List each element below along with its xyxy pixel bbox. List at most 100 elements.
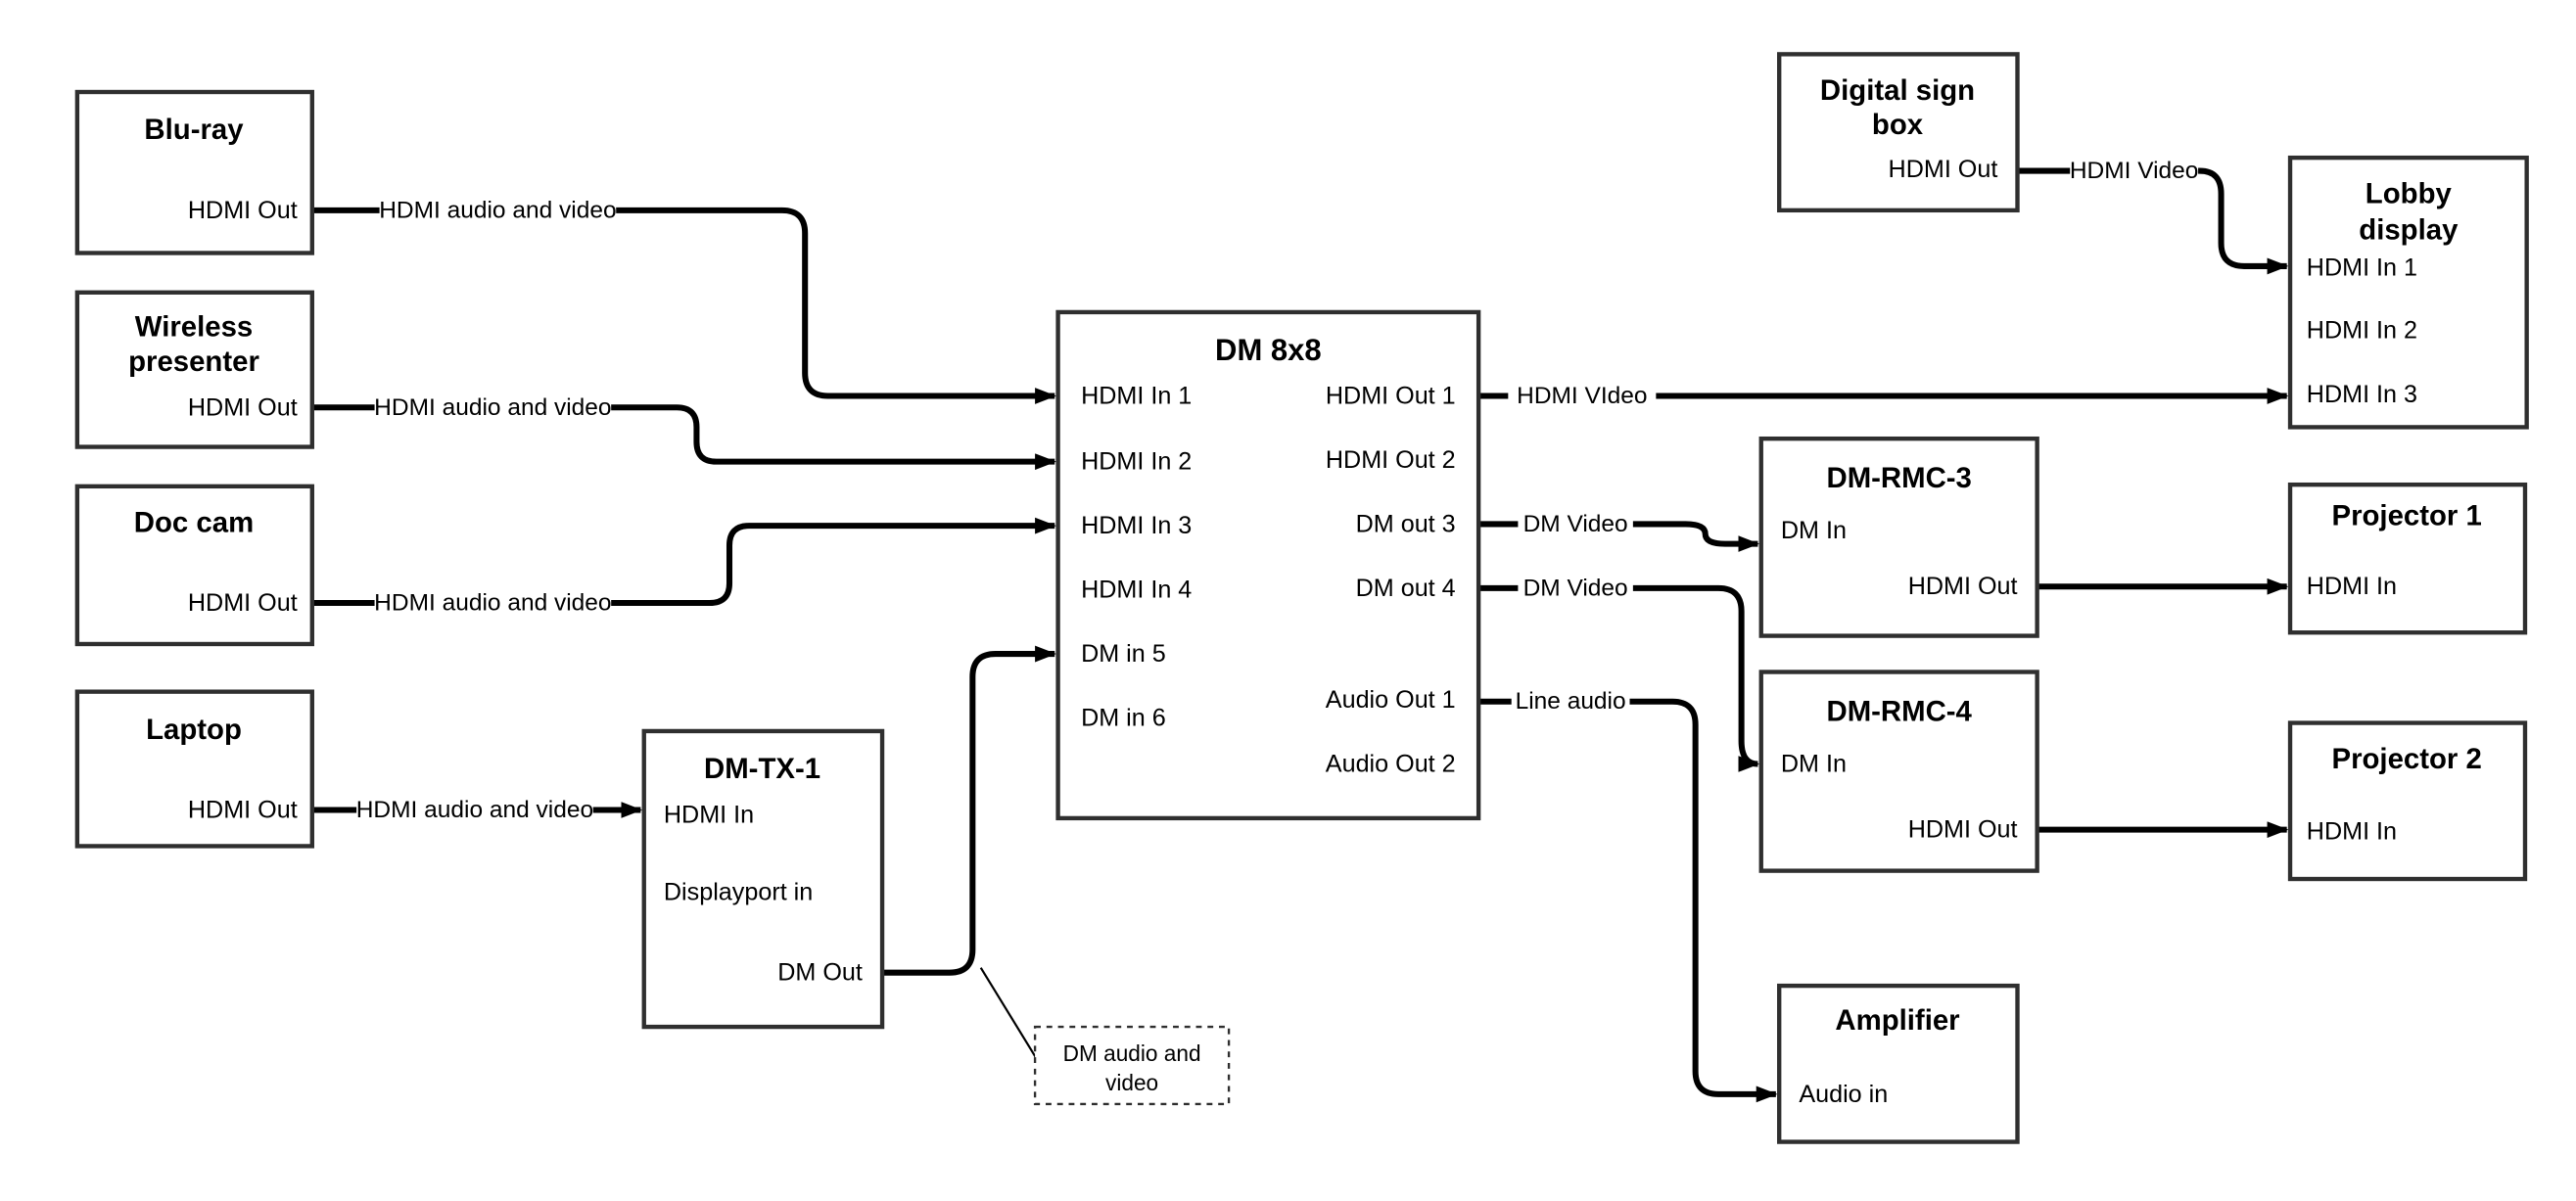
- dmrmc3-title: DM-RMC-3: [1827, 462, 1972, 494]
- note-dm-audio-video: DM audio and video: [1033, 1025, 1231, 1106]
- node-lobby-display: Lobby display HDMI In 1 HDMI In 2 HDMI I…: [2287, 155, 2529, 430]
- note-line1: DM audio and: [1063, 1040, 1201, 1066]
- bluray-title: Blu-ray: [144, 114, 244, 146]
- node-dmrmc3: DM-RMC-3 DM In HDMI Out: [1758, 436, 2039, 638]
- dm8x8-port-dm-in-6: DM in 6: [1081, 705, 1166, 732]
- laptop-port-hdmi-out: HDMI Out: [188, 797, 298, 824]
- lobby-port-hdmi-in-1: HDMI In 1: [2307, 254, 2417, 282]
- edge-label-doccam: HDMI audio and video: [374, 590, 611, 617]
- node-dmrmc4: DM-RMC-4 DM In HDMI Out: [1758, 670, 2039, 873]
- lobby-title-line2: display: [2359, 213, 2459, 246]
- lobby-box: [2287, 155, 2529, 430]
- amplifier-title: Amplifier: [1835, 1004, 1959, 1037]
- out3-wire-segment-b: [1632, 521, 1760, 552]
- edge-label-wireless: HDMI audio and video: [374, 394, 611, 421]
- edge-label-out4: DM Video: [1523, 575, 1628, 601]
- lobby-port-hdmi-in-2: HDMI In 2: [2307, 316, 2417, 344]
- dm8x8-port-dm-out-4: DM out 4: [1356, 575, 1456, 602]
- dm8x8-port-hdmi-in-2: HDMI In 2: [1081, 448, 1192, 476]
- edge-label-audio1: Line audio: [1516, 688, 1626, 715]
- edge-label-out1: HDMI VIdeo: [1517, 383, 1647, 409]
- edge-dmtx1-to-dm8x8-in5: [882, 645, 1056, 1071]
- edge-label-laptop: HDMI audio and video: [356, 797, 593, 823]
- dmrmc3-port-dm-in: DM In: [1781, 517, 1847, 544]
- laptop-title: Laptop: [146, 714, 242, 746]
- digitalsign-port-hdmi-out: HDMI Out: [1889, 156, 1998, 183]
- proj1-port-hdmi-in: HDMI In: [2307, 573, 2397, 600]
- dmrmc3-box: [1758, 436, 2039, 638]
- dmrmc3-port-hdmi-out: HDMI Out: [1908, 573, 2018, 600]
- doccam-box: [74, 484, 314, 647]
- node-dm8x8: DM 8x8 HDMI In 1 HDMI In 2 HDMI In 3 HDM…: [1055, 309, 1481, 821]
- dmtx1-port-dm-out: DM Out: [777, 959, 863, 987]
- dm8x8-port-audio-out-2: Audio Out 2: [1326, 751, 1456, 778]
- wireless-port-hdmi-out: HDMI Out: [188, 393, 298, 421]
- node-laptop: Laptop HDMI Out: [74, 689, 314, 849]
- node-projector1: Projector 1 HDMI In: [2287, 482, 2528, 635]
- doccam-title: Doc cam: [134, 506, 254, 538]
- node-dmtx1: DM-TX-1 HDMI In Displayport in DM Out: [641, 728, 885, 1030]
- dm8x8-port-hdmi-in-3: HDMI In 3: [1081, 512, 1192, 539]
- node-amplifier: Amplifier Audio in: [1777, 983, 2020, 1144]
- audio1-wire-segment-b: [1629, 698, 1778, 1103]
- digitalsign-box: [1777, 52, 2020, 213]
- note-box: [1033, 1025, 1231, 1106]
- bluray-box: [74, 89, 314, 255]
- lobby-title-line1: Lobby: [2365, 178, 2453, 210]
- edge-dm8x8-out1-to-lobby-in3: HDMI VIdeo: [1478, 383, 2289, 409]
- edge-label-bluray: HDMI audio and video: [379, 197, 616, 223]
- node-projector2: Projector 2 HDMI In: [2287, 720, 2528, 882]
- edge-doccam-to-dm8x8-in3: HDMI audio and video: [311, 517, 1056, 617]
- dm8x8-port-audio-out-1: Audio Out 1: [1326, 686, 1456, 714]
- dmtx1-box: [641, 728, 885, 1030]
- lobby-port-hdmi-in-3: HDMI In 3: [2307, 381, 2417, 408]
- dmrmc4-title: DM-RMC-4: [1827, 695, 1973, 727]
- dmtx1-port-hdmi-in: HDMI In: [664, 802, 754, 829]
- digitalsign-title-line1: Digital sign: [1820, 74, 1975, 107]
- note-line2: video: [1105, 1070, 1158, 1095]
- wireless-box: [74, 290, 314, 449]
- edge-dm8x8-audio1-to-amplifier: Line audio: [1478, 688, 1778, 1103]
- doccam-wire-segment-b: [611, 517, 1056, 607]
- dmrmc4-port-hdmi-out: HDMI Out: [1908, 816, 2018, 844]
- note-connector-line: [979, 967, 1045, 1071]
- node-digitalsign: Digital sign box HDMI Out: [1777, 52, 2020, 213]
- dm8x8-port-hdmi-in-1: HDMI In 1: [1081, 383, 1192, 410]
- edge-dm8x8-out4-to-dmrmc4: DM Video: [1478, 575, 1760, 772]
- node-bluray: Blu-ray HDMI Out: [74, 89, 314, 255]
- dm8x8-title: DM 8x8: [1215, 333, 1322, 367]
- dm8x8-port-dm-in-5: DM in 5: [1081, 640, 1166, 668]
- digitalsign-title-line2: box: [1872, 109, 1924, 141]
- edge-digitalsign-to-lobby-in1: HDMI Video: [2017, 158, 2289, 275]
- dmtx1-wire: [882, 645, 1056, 976]
- dmtx1-title: DM-TX-1: [704, 753, 820, 785]
- bluray-wire-segment-b: [616, 207, 1056, 404]
- node-doccam: Doc cam HDMI Out: [74, 484, 314, 647]
- laptop-box: [74, 689, 314, 849]
- amplifier-box: [1777, 983, 2020, 1144]
- proj1-title: Projector 1: [2331, 500, 2481, 532]
- dm8x8-port-hdmi-in-4: HDMI In 4: [1081, 577, 1192, 604]
- edge-laptop-to-dmtx1: HDMI audio and video: [311, 797, 643, 823]
- dmrmc4-box: [1758, 670, 2039, 873]
- amplifier-port-audio-in: Audio in: [1799, 1081, 1888, 1108]
- edge-dm8x8-out3-to-dmrmc3: DM Video: [1478, 511, 1760, 552]
- edge-wireless-to-dm8x8-in2: HDMI audio and video: [311, 394, 1056, 471]
- proj2-title: Projector 2: [2331, 743, 2481, 775]
- edge-label-sign: HDMI Video: [2070, 158, 2199, 184]
- proj1-box: [2287, 482, 2528, 635]
- proj2-box: [2287, 720, 2528, 882]
- wireless-wire-segment-b: [611, 404, 1056, 471]
- dmtx1-port-displayport-in: Displayport in: [664, 878, 813, 905]
- wireless-title-line1: Wireless: [135, 311, 253, 344]
- bluray-port-hdmi-out: HDMI Out: [188, 197, 298, 224]
- dmrmc4-port-dm-in: DM In: [1781, 751, 1847, 778]
- doccam-port-hdmi-out: HDMI Out: [188, 589, 298, 617]
- dm8x8-port-hdmi-out-1: HDMI Out 1: [1326, 383, 1456, 410]
- edge-bluray-to-dm8x8-in1: HDMI audio and video: [311, 197, 1056, 404]
- sign-wire-segment-b: [2196, 167, 2289, 275]
- edge-label-out3: DM Video: [1523, 511, 1628, 537]
- wireless-title-line2: presenter: [128, 346, 259, 378]
- out4-wire-segment-b: [1632, 584, 1760, 772]
